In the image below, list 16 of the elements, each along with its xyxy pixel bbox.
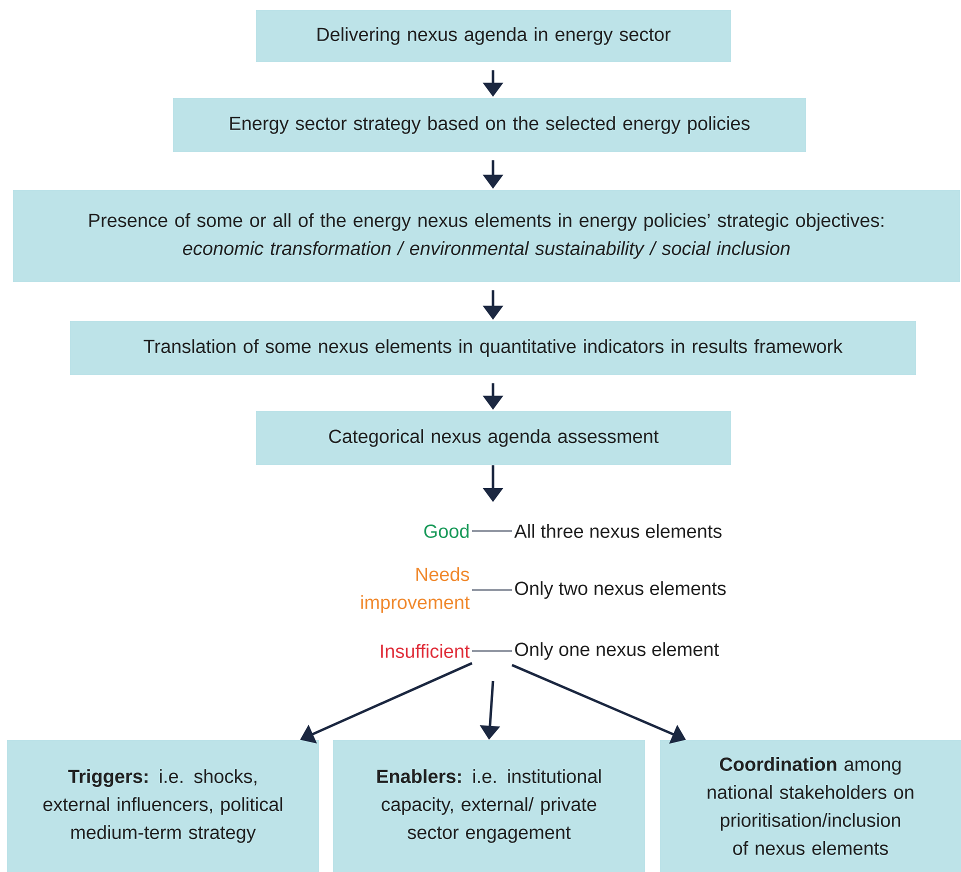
rating-description: Only two nexus elements [515, 581, 726, 599]
rating-description: Only one nexus element [515, 642, 719, 660]
process-box: Presence of some or all of the energy nexus elements in energy policies’ strategic objectives: economic transformation / environmental sustainability / social inclusion [13, 190, 960, 282]
connector-line [472, 530, 512, 532]
rating-label: Good [424, 524, 469, 538]
process-box: Enablers: i.e. institutional capacity, external/ private sector engagement [333, 740, 645, 872]
rating-label: Insufficient [381, 644, 470, 658]
rating-label: Needs improvement [361, 567, 470, 613]
process-box: Categorical nexus agenda assessment [256, 411, 731, 465]
process-box: Delivering nexus agenda in energy sector [256, 10, 731, 62]
process-box: Energy sector strategy based on the selected energy policies [173, 98, 806, 152]
rating-description: All three nexus elements [514, 524, 722, 538]
process-box: Coordination among national stakeholders on prioritisation/inclusion of nexus elements [660, 740, 961, 872]
process-box: Triggers: i.e. shocks, external influencers, political medium-term strategy [7, 740, 319, 872]
process-box: Translation of some nexus elements in quantitative indicators in results framework [70, 321, 916, 375]
connector-line [472, 650, 512, 652]
